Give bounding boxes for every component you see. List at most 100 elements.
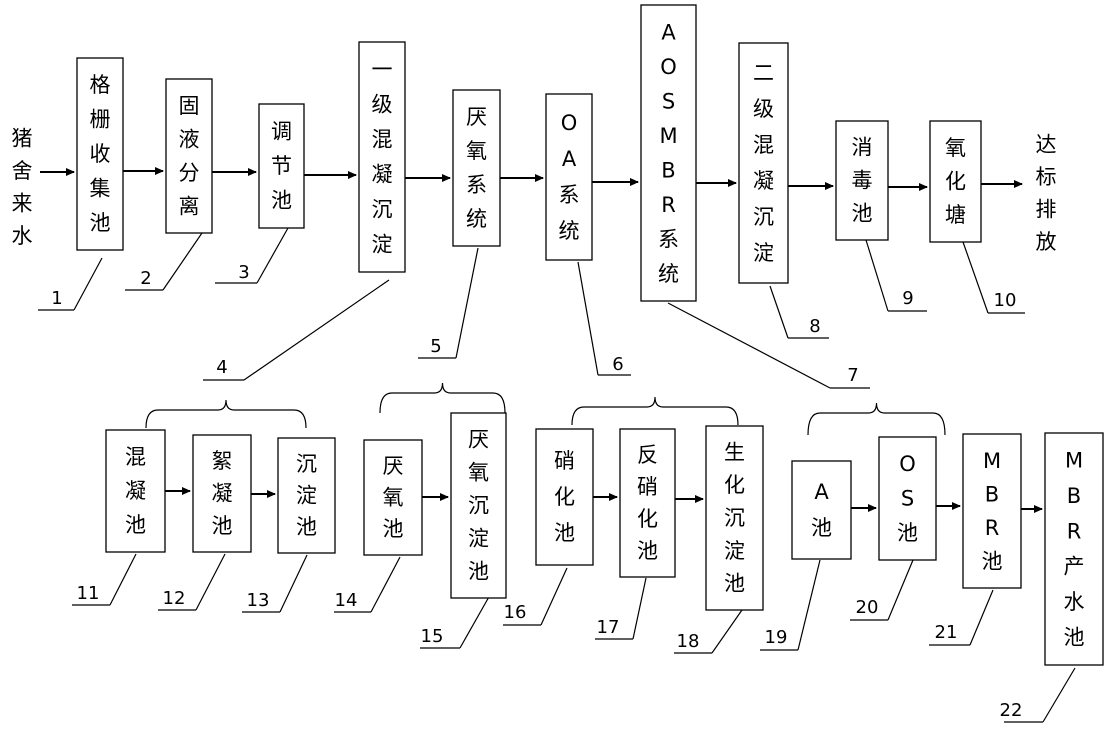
main-box-3-label-char: 节 xyxy=(271,154,292,178)
item-number-3: 3 xyxy=(238,262,249,283)
main-box-4-label-char: 淀 xyxy=(372,233,393,257)
item-number-16: 16 xyxy=(504,602,527,623)
sub-box-13-label-char: 池 xyxy=(296,515,317,539)
item-number-15: 15 xyxy=(421,626,444,647)
main-box-8-label-char: 淀 xyxy=(753,241,774,265)
item-number-17: 17 xyxy=(597,617,620,638)
leader-pointer xyxy=(887,559,914,621)
sub-box-14-label-char: 氧 xyxy=(383,486,404,510)
item-number-22: 22 xyxy=(1000,700,1023,721)
main-box-6-label-char: 统 xyxy=(559,219,580,243)
output-label-char: 放 xyxy=(1036,230,1057,254)
sub-box-17-label-char: 硝 xyxy=(637,475,658,499)
leader-pointer xyxy=(195,553,226,611)
main-box-8-label-char: 混 xyxy=(753,133,774,157)
sub-box-16-label-char: 化 xyxy=(554,485,575,509)
sub-box-21-label-char: B xyxy=(985,482,999,506)
item-number-10: 10 xyxy=(994,290,1017,311)
main-box-10-label-char: 化 xyxy=(945,170,966,194)
main-box-2-label-char: 液 xyxy=(179,127,200,151)
main-box-10 xyxy=(929,120,982,243)
item-number-5: 5 xyxy=(430,336,441,357)
main-box-9-label-char: 池 xyxy=(852,202,873,226)
item-number-4: 4 xyxy=(216,357,227,378)
sub-box-17 xyxy=(619,428,676,578)
leader-pointer xyxy=(1042,667,1076,723)
main-box-8-label-char: 沉 xyxy=(753,205,774,229)
leader-pointer xyxy=(256,227,289,284)
main-box-1-label-char: 集 xyxy=(90,176,111,200)
main-box-2-label-char: 离 xyxy=(179,194,200,218)
main-box-2-label-char: 固 xyxy=(179,94,200,118)
item-number-19: 19 xyxy=(765,627,788,648)
sub-box-17-label-char: 化 xyxy=(637,507,658,531)
sub-box-15 xyxy=(450,412,507,599)
item-number-21: 21 xyxy=(935,622,958,643)
item-number-11: 11 xyxy=(77,583,100,604)
main-box-3 xyxy=(258,103,305,229)
main-box-10-label-char: 塘 xyxy=(945,203,966,227)
item-number-8: 8 xyxy=(809,316,820,337)
item-number-7: 7 xyxy=(847,365,858,386)
sub-box-15-label-char: 沉 xyxy=(468,494,489,518)
main-box-8-label-char: 二 xyxy=(753,61,774,85)
main-box-7-label-char: 统 xyxy=(658,262,679,286)
leader-pointer xyxy=(243,279,390,381)
sub-box-19-label-char: 池 xyxy=(811,516,832,540)
leader-pointer xyxy=(455,247,479,359)
main-box-5-label-char: 厌 xyxy=(466,105,487,129)
item-number-13: 13 xyxy=(247,590,270,611)
sub-box-22 xyxy=(1044,432,1104,666)
output-label-char: 排 xyxy=(1036,197,1057,221)
main-box-1-label-char: 格 xyxy=(90,73,111,97)
main-box-4-label-char: 混 xyxy=(372,128,393,152)
source-label-char: 来 xyxy=(12,191,33,215)
sub-box-12-label-char: 絮 xyxy=(212,449,233,473)
sub-box-20-label-char: S xyxy=(901,487,914,511)
sub-box-15-label-char: 厌 xyxy=(468,428,489,452)
main-box-1-label-char: 收 xyxy=(90,142,111,166)
main-box-6 xyxy=(545,93,593,261)
leader-pointer xyxy=(370,556,401,613)
main-box-4-label-char: 级 xyxy=(372,93,393,117)
sub-box-11-label-char: 混 xyxy=(125,445,146,469)
item-number-12: 12 xyxy=(163,588,186,609)
sub-box-15-label-char: 池 xyxy=(468,560,489,584)
main-box-9-label-char: 毒 xyxy=(852,169,873,193)
sub-box-20 xyxy=(878,436,937,561)
leader-pointer xyxy=(865,239,889,312)
sub-box-15-label-char: 淀 xyxy=(468,527,489,551)
sub-box-19-label-char: A xyxy=(814,480,829,504)
output-label-char: 达 xyxy=(1036,132,1057,156)
item-number-2: 2 xyxy=(140,268,151,289)
source-label-char: 水 xyxy=(12,224,33,248)
main-box-1-label-char: 栅 xyxy=(90,108,111,132)
sub-box-14-label-char: 厌 xyxy=(383,454,404,478)
sub-box-18-label-char: 池 xyxy=(724,572,745,596)
sub-box-21-label-char: R xyxy=(985,516,1000,540)
source-label-char: 舍 xyxy=(12,159,33,183)
sub-box-13-label-char: 沉 xyxy=(296,452,317,476)
main-box-7-label-char: M xyxy=(659,124,677,148)
main-box-10-label-char: 氧 xyxy=(945,136,966,160)
main-box-5-label-char: 统 xyxy=(466,207,487,231)
sub-box-22-label-char: B xyxy=(1067,484,1081,508)
brace-group-6 xyxy=(571,396,739,426)
sub-box-22-label-char: M xyxy=(1065,449,1083,473)
sub-box-17-label-char: 反 xyxy=(637,443,658,467)
sub-box-16-label-char: 硝 xyxy=(554,449,575,473)
item-number-18: 18 xyxy=(677,631,700,652)
sub-box-11-label-char: 凝 xyxy=(125,479,146,503)
leader-pointer xyxy=(279,554,308,613)
item-number-1: 1 xyxy=(51,288,62,309)
sub-box-16-label-char: 池 xyxy=(554,521,575,545)
main-box-8-label-char: 级 xyxy=(753,97,774,121)
leader-pointer xyxy=(711,609,743,654)
main-box-7-label-char: 系 xyxy=(658,227,679,251)
sub-box-19 xyxy=(791,460,852,560)
main-box-6-label-char: O xyxy=(561,111,578,135)
leader-pointer xyxy=(969,589,994,646)
main-box-2 xyxy=(165,78,213,234)
item-number-20: 20 xyxy=(856,597,879,618)
